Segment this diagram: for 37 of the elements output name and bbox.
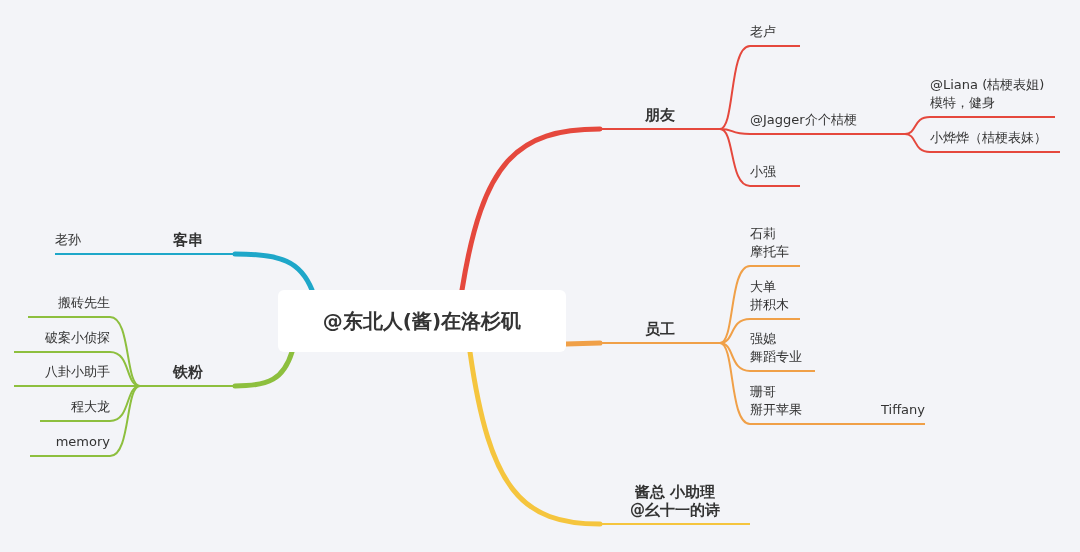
- leaf-topic: 搬砖先生: [28, 296, 110, 318]
- branch-topic: 朋友: [600, 86, 720, 130]
- connector: [467, 349, 603, 527]
- connector: [134, 253, 141, 255]
- leaf-topic: 大单 拼积木: [750, 280, 800, 320]
- leaf-topic: @Jagger介个桔梗: [750, 110, 905, 135]
- connector: [459, 126, 603, 293]
- leaf-topic: @Liana (桔梗表姐) 模特，健身: [930, 3, 1055, 118]
- leaf-topic: Tiffany: [845, 404, 925, 425]
- leaf-topic: 小烨烨（桔梗表妹）: [930, 128, 1060, 153]
- leaf-topic: 程大龙: [40, 400, 110, 422]
- branch-topic: 客串: [140, 226, 235, 255]
- connector: [109, 385, 141, 457]
- connector: [109, 351, 141, 387]
- leaf-topic: 石莉 摩托车: [750, 227, 800, 267]
- branch-topic: 员工: [600, 314, 720, 344]
- leaf-topic: memory: [30, 435, 110, 457]
- connector: [232, 251, 315, 293]
- central-topic-box: @东北人(酱)在洛杉矶: [278, 290, 566, 352]
- connector: [232, 349, 295, 389]
- connector: [719, 265, 751, 344]
- leaf-topic: 小强: [750, 162, 800, 187]
- leaf-topic: 老卢: [750, 22, 800, 47]
- connector: [904, 133, 931, 153]
- leaf-topic: 老孙: [55, 232, 135, 255]
- connector: [719, 342, 751, 372]
- leaf-topic: 强媳 舞蹈专业: [750, 332, 815, 372]
- leaf-topic: 珊哥 掰开苹果: [750, 385, 812, 425]
- connector: [811, 423, 846, 425]
- branch-topic: 铁粉: [140, 357, 235, 387]
- connector: [109, 385, 141, 422]
- connector: [719, 128, 751, 187]
- leaf-topic: 八卦小助手: [14, 365, 110, 387]
- leaf-topic: 破案小侦探: [14, 331, 110, 353]
- connector: [719, 342, 751, 425]
- connector: [719, 45, 751, 130]
- branch-topic: 酱总 小助理 @幺十一的诗: [600, 482, 750, 525]
